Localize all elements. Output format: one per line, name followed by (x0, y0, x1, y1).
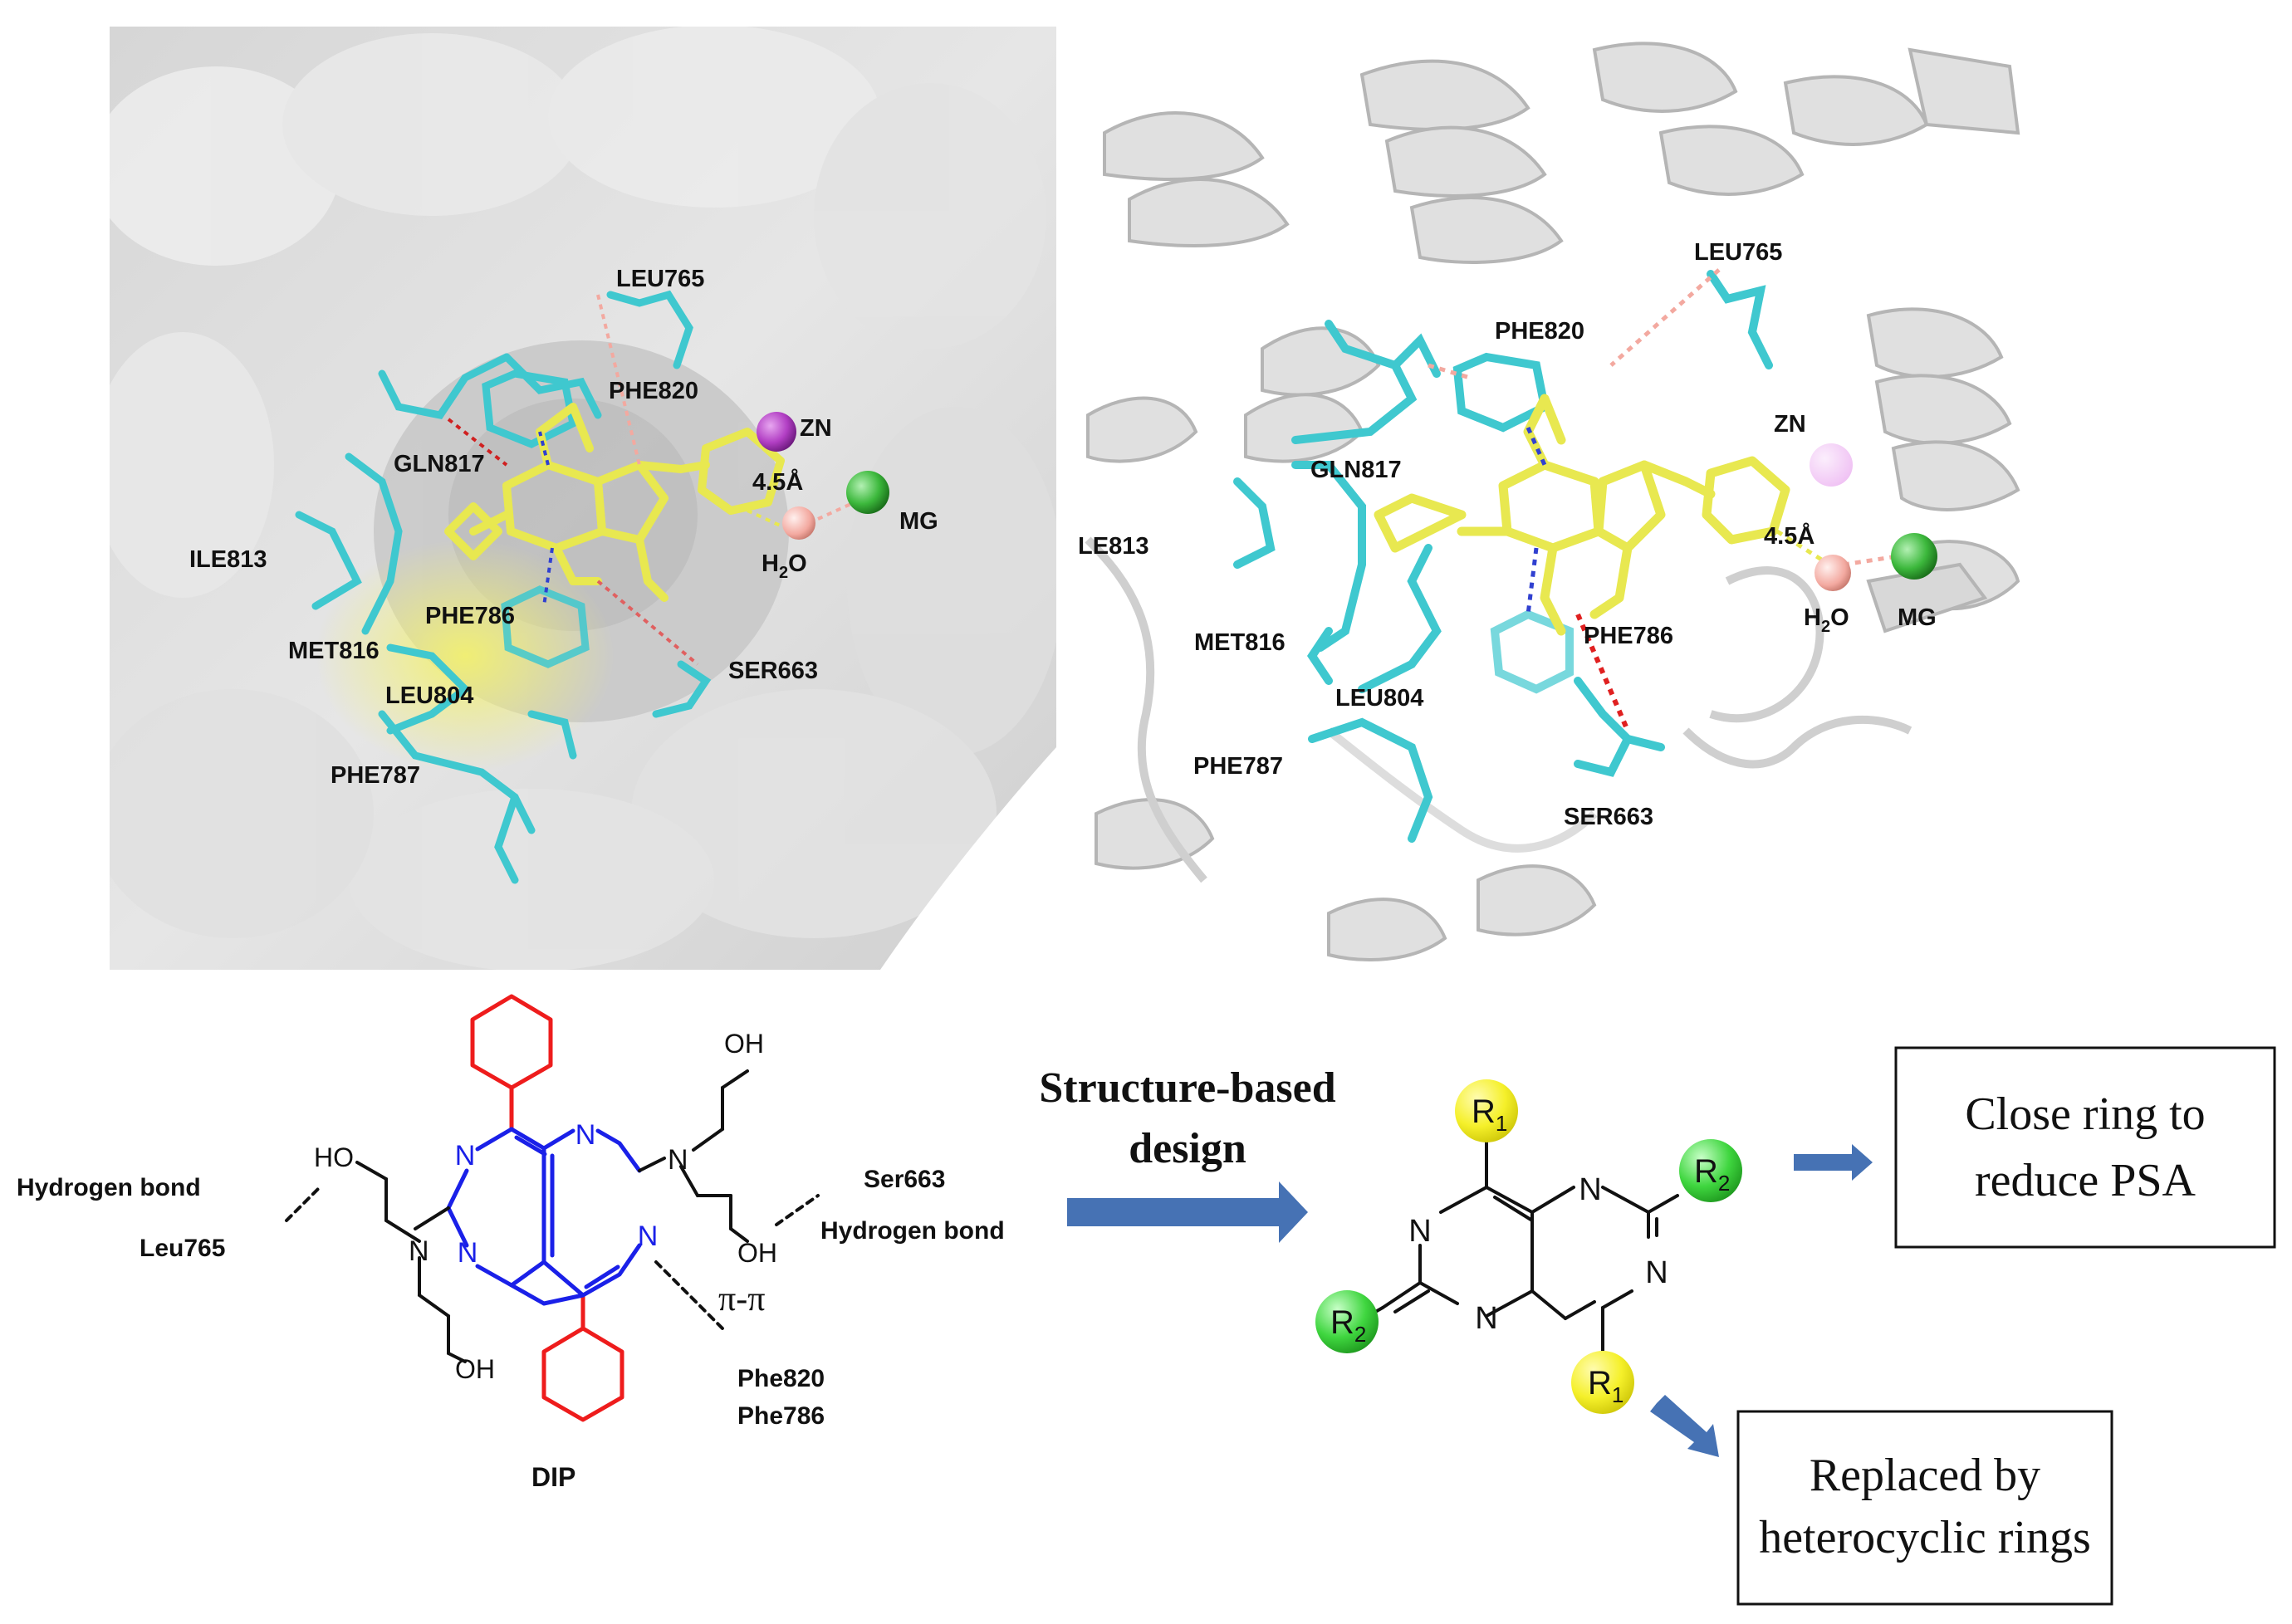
zinc-ion-cartoon (1810, 443, 1853, 487)
svg-text:N: N (455, 1140, 476, 1172)
pi-pi-label: π-π (718, 1280, 765, 1318)
r1-top-sphere: R1 (1455, 1079, 1518, 1142)
label-gln817: GLN817 (394, 451, 485, 477)
surface-view-panel: LEU765 PHE820 ZN GLN817 4.5Å MG ILE813 H… (110, 27, 1056, 970)
magnesium-ion-cartoon (1891, 533, 1937, 580)
label-phe786-cartoon: PHE786 (1584, 623, 1673, 649)
svg-text:N: N (638, 1220, 659, 1252)
label-water: H2O (762, 550, 807, 582)
svg-text:R2: R2 (1330, 1304, 1366, 1347)
left-hydroxyl-bottom: OH (455, 1354, 495, 1384)
svg-text:N: N (1579, 1172, 1601, 1207)
right-interaction-label: Hydrogen bond (820, 1217, 1005, 1245)
piperidine-bottom (541, 1326, 624, 1422)
scaffold-nitrogens: N N N N (1408, 1172, 1668, 1336)
scaffold-structure (1352, 1140, 1679, 1355)
label-ser663-cartoon: SER663 (1564, 804, 1653, 830)
label-mg: MG (899, 508, 938, 535)
left-diethanolamine (355, 1161, 467, 1363)
label-met816-cartoon: MET816 (1194, 629, 1286, 656)
svg-text:R1: R1 (1588, 1365, 1624, 1407)
right-diethanolamine (638, 1069, 749, 1243)
svg-text:N: N (1408, 1214, 1431, 1249)
residue-sticks-cartoon (1233, 270, 1773, 843)
right-hydroxyl-top: OH (724, 1029, 764, 1059)
core-nitrogens: N N N N (455, 1119, 659, 1269)
left-residue-label: Leu765 (140, 1235, 225, 1262)
box2-line1: Replaced by (1810, 1450, 2040, 1501)
background-gap (880, 747, 1056, 970)
r1-bottom-sphere: R1 (1571, 1351, 1634, 1414)
residue-sticks (295, 290, 712, 884)
label-leu804: LEU804 (385, 682, 473, 709)
right-hydroxyl-bottom: OH (737, 1238, 777, 1268)
phe786-ring-cartoon (1490, 609, 1574, 694)
svg-text:N: N (575, 1119, 596, 1151)
phe820-ring-cartoon (1452, 352, 1550, 433)
phe786-ring (501, 585, 590, 668)
label-ser663: SER663 (728, 658, 818, 684)
svg-text:R2: R2 (1694, 1153, 1730, 1196)
dip-interaction-dashes (285, 1186, 820, 1330)
box2-line2: heterocyclic rings (1759, 1512, 2091, 1563)
dip-structure: N N N N N HO OH N (285, 994, 820, 1422)
label-phe820-cartoon: PHE820 (1495, 318, 1584, 345)
right-residue-label: Ser663 (864, 1166, 945, 1193)
arrow-label-line2: design (1129, 1125, 1246, 1172)
box-close-ring: Close ring to reduce PSA (1894, 1046, 2276, 1249)
arrow-to-box1 (1794, 1144, 1873, 1181)
label-ile813-cartoon: ILE813 (1071, 533, 1149, 560)
magnesium-ion (846, 471, 889, 514)
piperidine-top (470, 994, 553, 1090)
svg-text:R1: R1 (1472, 1093, 1507, 1136)
pi-residue-2-label: Phe786 (737, 1402, 825, 1430)
label-phe820: PHE820 (609, 378, 698, 404)
label-phe787-cartoon: PHE787 (1193, 753, 1283, 780)
svg-text:N: N (1475, 1301, 1497, 1336)
label-zn-cartoon: ZN (1774, 411, 1806, 438)
r2-right-sphere: R2 (1679, 1139, 1742, 1202)
label-gln817-cartoon: GLN817 (1310, 457, 1402, 483)
label-zn: ZN (800, 415, 832, 442)
label-water-cartoon: H2O (1804, 604, 1849, 636)
right-amine-n: N (668, 1144, 688, 1176)
label-mg-cartoon: MG (1898, 604, 1937, 631)
protein-cartoon (1085, 42, 2020, 961)
pi-residue-1-label: Phe820 (737, 1365, 825, 1392)
box1-line2: reduce PSA (1975, 1155, 2196, 1206)
label-phe786: PHE786 (425, 603, 515, 629)
design-arrow (1067, 1181, 1308, 1243)
water-molecule-cartoon (1814, 555, 1851, 591)
label-leu804-cartoon: LEU804 (1335, 685, 1423, 712)
arrow-label-line1: Structure-based (1039, 1064, 1335, 1112)
pyrimidopyrimidine-core (446, 1127, 642, 1306)
svg-text:N: N (1645, 1255, 1668, 1290)
label-distance: 4.5Å (752, 468, 803, 496)
label-ile813: ILE813 (189, 546, 267, 573)
left-hydroxyl-top: HO (314, 1142, 354, 1172)
ligand-dip-cartoon (1374, 394, 1790, 636)
arrow-to-box2 (1650, 1395, 1719, 1457)
label-met816: MET816 (288, 638, 380, 664)
surface-texture (110, 27, 1056, 970)
label-leu765-cartoon: LEU765 (1694, 239, 1782, 266)
water-molecule (782, 506, 815, 540)
interaction-lines-cartoon (1428, 268, 1898, 732)
label-phe787: PHE787 (331, 762, 420, 789)
svg-text:N: N (458, 1237, 478, 1269)
dip-name-label: DIP (531, 1462, 575, 1492)
left-interaction-label: Hydrogen bond (17, 1174, 201, 1201)
label-distance-cartoon: 4.5Å (1764, 522, 1814, 550)
label-leu765: LEU765 (616, 266, 704, 292)
zinc-ion (757, 412, 796, 452)
r2-left-sphere: R2 (1315, 1290, 1379, 1353)
phe820-ring (482, 369, 578, 448)
ligand-dip (444, 403, 785, 602)
box1-line1: Close ring to (1965, 1088, 2205, 1140)
box-heterocycle: Replaced by heterocyclic rings (1736, 1410, 2113, 1606)
left-amine-n: N (409, 1235, 429, 1267)
cartoon-view-panel: LEU765 PHE820 ZN GLN817 ILE813 4.5Å MET8… (1071, 27, 2026, 970)
